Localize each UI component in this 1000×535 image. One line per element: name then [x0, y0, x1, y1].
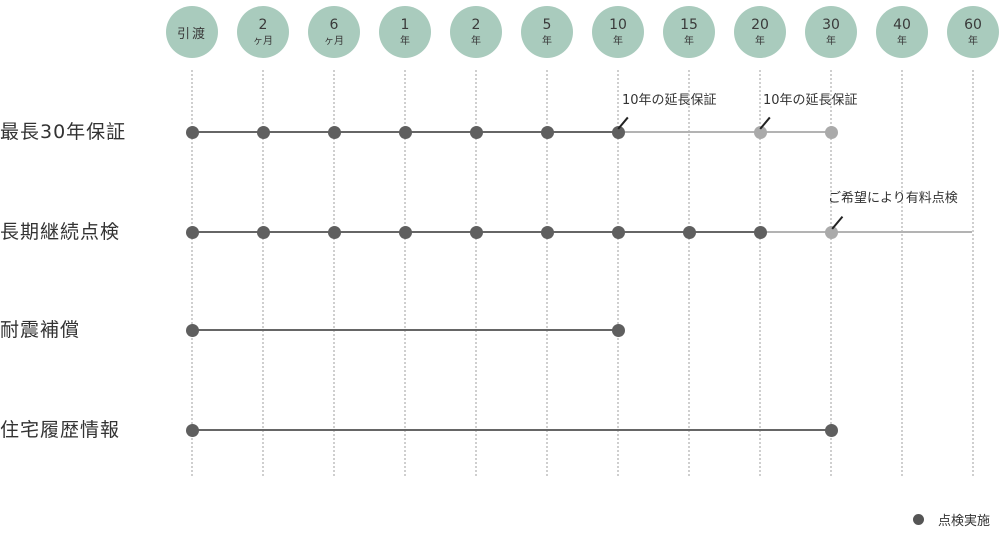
grid-line	[475, 70, 477, 476]
inspection-dot	[754, 226, 767, 239]
extended-line	[618, 131, 831, 133]
optional-dot	[754, 126, 767, 139]
grid-line	[546, 70, 548, 476]
legend-label: 点検実施	[937, 514, 990, 529]
annotation-extension-10y: 10年の延長保証	[622, 93, 717, 108]
inspection-dot	[257, 126, 270, 139]
inspection-dot	[541, 226, 554, 239]
inspection-dot	[186, 126, 199, 139]
inspection-dot	[399, 226, 412, 239]
inspection-dot	[186, 226, 199, 239]
grid-line	[901, 70, 903, 476]
inspection-dot	[683, 226, 696, 239]
optional-dot	[825, 226, 838, 239]
inspection-dot	[186, 324, 199, 337]
optional-dot	[825, 126, 838, 139]
row-label-inspection: 長期継続点検	[0, 221, 121, 243]
grid-line	[759, 70, 761, 476]
annotation-paid-inspection: ご希望により有料点検	[828, 191, 958, 206]
legend-dot-icon	[912, 514, 924, 525]
extended-line	[760, 231, 972, 233]
inspection-dot	[328, 126, 341, 139]
inspection-dot	[612, 126, 625, 139]
inspection-dot	[612, 324, 625, 337]
inspection-dot	[186, 424, 199, 437]
inspection-dot	[399, 126, 412, 139]
grid-line	[191, 70, 193, 476]
grid-line	[688, 70, 690, 476]
row-label-seismic: 耐震補償	[0, 319, 81, 341]
grid-line	[333, 70, 335, 476]
grid-line	[262, 70, 264, 476]
grid-line	[972, 70, 974, 476]
inspection-dot	[825, 424, 838, 437]
active-line	[192, 329, 618, 331]
inspection-dot	[257, 226, 270, 239]
active-line	[192, 429, 831, 431]
inspection-dot	[328, 226, 341, 239]
row-label-history: 住宅履歴情報	[0, 419, 121, 441]
row-label-warranty: 最長30年保証	[0, 121, 127, 143]
grid-line	[404, 70, 406, 476]
legend: 点検実施	[912, 510, 990, 529]
inspection-dot	[470, 226, 483, 239]
annotation-extension-20y: 10年の延長保証	[763, 93, 858, 108]
inspection-dot	[470, 126, 483, 139]
inspection-dot	[541, 126, 554, 139]
grid-line	[830, 70, 832, 476]
inspection-dot	[612, 226, 625, 239]
column-header-handover: 引渡	[166, 6, 218, 58]
grid-line	[617, 70, 619, 476]
annotation-leader	[831, 216, 843, 230]
